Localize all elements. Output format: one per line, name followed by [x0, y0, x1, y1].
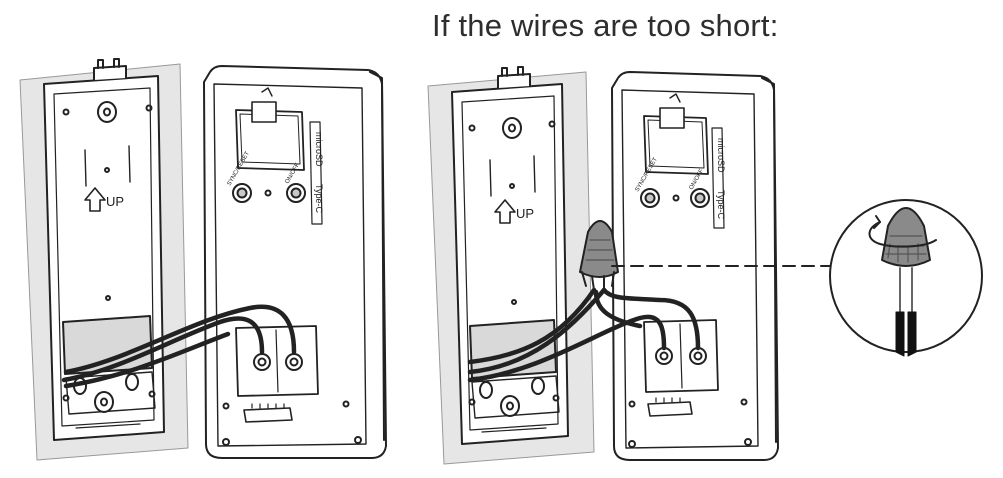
left-illustration: UP	[19, 58, 387, 461]
terminal-screw-left	[253, 353, 271, 371]
zoom-callout	[829, 199, 983, 357]
left-slot-label: microSD	[314, 132, 324, 167]
arrow-up-outline-icon	[494, 199, 516, 224]
right-up-marker: UP	[494, 199, 534, 224]
left-wires	[61, 304, 297, 389]
terminal-screw-right	[689, 347, 707, 365]
microsd-flap	[643, 115, 709, 175]
arrow-up-outline-icon	[84, 187, 106, 212]
right-slot-label: microSD	[716, 138, 726, 173]
wire-nut-icon	[579, 220, 619, 291]
left-port-label: Type-C	[314, 184, 324, 214]
terminal-screw-left	[655, 347, 673, 365]
microsd-flap	[235, 109, 305, 171]
left-up-label: UP	[106, 194, 124, 209]
instruction-caption: If the wires are too short:	[432, 8, 779, 43]
right-illustration: UP mi	[427, 66, 983, 465]
left-up-marker: UP	[84, 187, 124, 212]
twist-rotate-icon	[868, 221, 937, 248]
mounting-plate	[451, 66, 569, 445]
right-wires	[467, 287, 701, 383]
right-port-label: Type-C	[716, 190, 726, 220]
mounting-plate	[43, 58, 165, 441]
terminal-screw-right	[285, 353, 303, 371]
right-up-label: UP	[516, 206, 534, 221]
doorbell-back	[203, 65, 387, 459]
